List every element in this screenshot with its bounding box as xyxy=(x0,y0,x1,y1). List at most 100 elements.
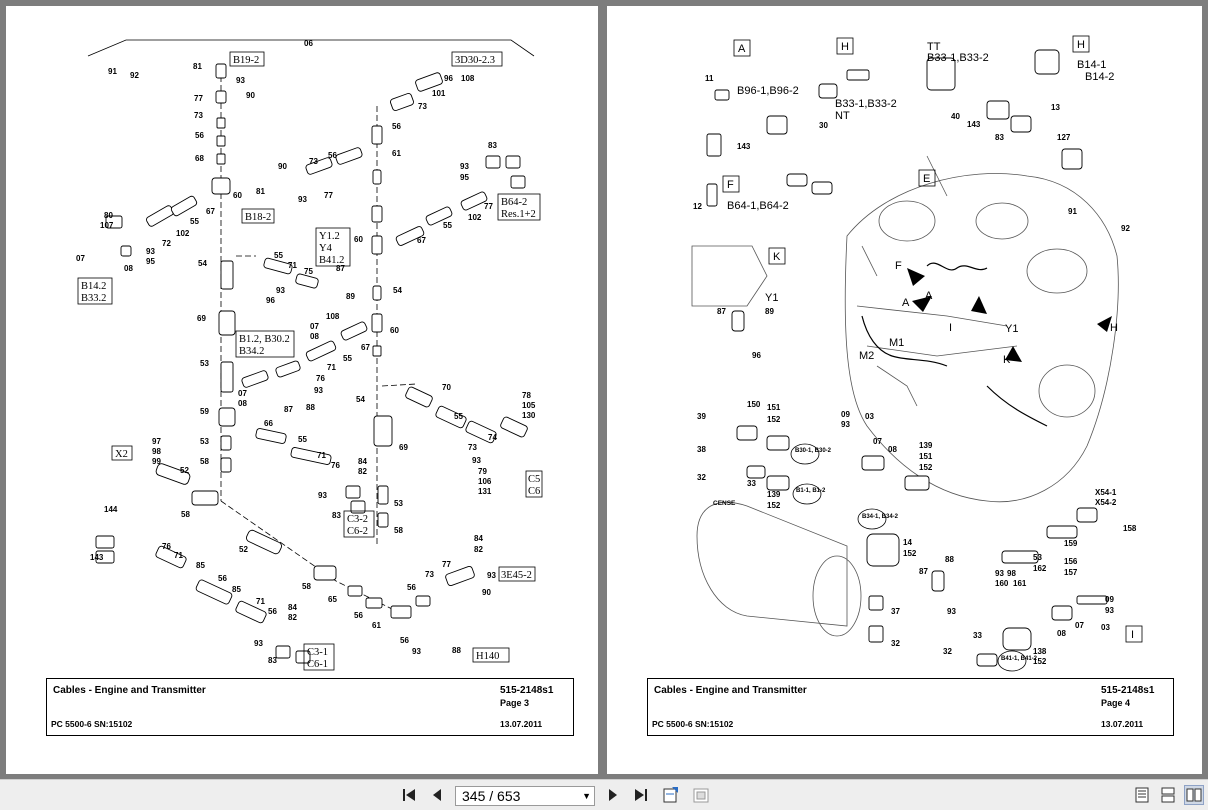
ref-number: 105 xyxy=(522,401,536,410)
part-number: 03 xyxy=(1101,623,1110,632)
label-box-res: Res.1+2 xyxy=(501,209,536,220)
ref-number: 73 xyxy=(194,111,203,120)
part-number: 07 xyxy=(873,437,882,446)
footer-page: Page 3 xyxy=(500,698,530,708)
ref-number: 93 xyxy=(314,386,323,395)
footer-date: 13.07.2011 xyxy=(500,719,543,729)
ref-number: 93 xyxy=(487,571,496,580)
ref-number: 54 xyxy=(198,259,207,268)
part-number: 157 xyxy=(1064,568,1078,577)
first-page-icon[interactable] xyxy=(398,784,420,806)
prev-page-icon[interactable] xyxy=(426,784,448,806)
ref-number: 66 xyxy=(264,419,273,428)
chevron-down-icon[interactable]: ▼ xyxy=(582,791,591,801)
ref-number: 99 xyxy=(152,457,161,466)
ref-number: 52 xyxy=(239,545,248,554)
document-page-4: A H F E K H I 11 B96-1,B96-2 143 12 B64-… xyxy=(607,6,1202,774)
part-label: NT xyxy=(835,110,850,122)
ref-number: 84 xyxy=(474,534,483,543)
label-box-c6-1: C6-1 xyxy=(307,659,328,670)
ref-number: 61 xyxy=(392,149,401,158)
part-number: 138 xyxy=(1033,647,1047,656)
ref-number: 83 xyxy=(488,141,497,150)
label-box-y4: Y4 xyxy=(319,243,333,254)
navigation-toolbar: 345 / 653 ▼ xyxy=(0,779,1208,810)
part-number: 32 xyxy=(891,639,900,648)
part-label: K xyxy=(1003,354,1011,366)
next-page-icon[interactable] xyxy=(602,784,624,806)
ref-number: 82 xyxy=(358,467,367,476)
part-label: 96 xyxy=(752,351,761,360)
part-label: 30 xyxy=(819,121,828,130)
part-number: 139 xyxy=(767,490,781,499)
part-label: M2 xyxy=(859,350,874,362)
fit-width-icon[interactable] xyxy=(690,784,712,806)
view-letter-a: A xyxy=(738,43,746,55)
page-footer: Cables - Engine and Transmitter 515-2148… xyxy=(46,678,574,736)
ref-number: 98 xyxy=(152,447,161,456)
two-page-view-icon[interactable] xyxy=(1184,785,1204,805)
ref-number: 89 xyxy=(346,292,355,301)
part-number: B30-1, B30-2 xyxy=(795,448,832,454)
fit-page-icon[interactable] xyxy=(660,784,682,806)
label-box-3e45-2: 3E45-2 xyxy=(501,570,532,581)
view-letter-e: E xyxy=(923,173,930,185)
part-label: 143 xyxy=(737,142,751,151)
part-number: 98 xyxy=(1007,569,1016,578)
footer-code: 515-2148s1 xyxy=(1101,685,1155,696)
ref-number: 58 xyxy=(181,510,190,519)
label-box-c3-1: C3-1 xyxy=(307,647,328,658)
last-page-icon[interactable] xyxy=(630,784,652,806)
single-page-view-icon[interactable] xyxy=(1132,785,1152,805)
part-label: B14-2 xyxy=(1085,71,1114,83)
ref-number: 56 xyxy=(354,611,363,620)
ref-number: 96 xyxy=(444,74,453,83)
part-number: 151 xyxy=(919,452,933,461)
label-box-c3-2: C3-2 xyxy=(347,514,368,525)
ref-number: 73 xyxy=(418,102,427,111)
ref-number: 55 xyxy=(190,217,199,226)
part-number: 37 xyxy=(891,607,900,616)
label-box-b33-2: B33.2 xyxy=(81,293,106,304)
label-box-b14-2: B14.2 xyxy=(81,281,106,292)
ref-number: 73 xyxy=(468,443,477,452)
footer-date: 13.07.2011 xyxy=(1101,719,1144,729)
label-box-c6-2: C6-2 xyxy=(347,526,368,537)
part-label: A xyxy=(902,297,910,309)
ref-number: 95 xyxy=(146,257,155,266)
part-number: 93 xyxy=(1105,606,1114,615)
ref-number: 85 xyxy=(232,585,241,594)
ref-number: 55 xyxy=(443,221,452,230)
part-number: 152 xyxy=(919,463,933,472)
part-label: Y1 xyxy=(1005,323,1018,335)
part-label: B33-1,B33-2 xyxy=(927,52,989,64)
page-number-value: 345 / 653 xyxy=(462,788,521,804)
ref-number: 83 xyxy=(268,656,277,665)
ref-number: 87 xyxy=(284,405,293,414)
ref-number: 81 xyxy=(256,187,265,196)
part-label: 92 xyxy=(1121,224,1130,233)
part-label: TT xyxy=(927,41,941,53)
ref-number: 143 xyxy=(90,553,104,562)
part-number: 93 xyxy=(995,569,1004,578)
ref-number: 56 xyxy=(328,151,337,160)
ref-number: 71 xyxy=(256,597,265,606)
ref-number: 77 xyxy=(324,191,333,200)
view-letter-f: F xyxy=(727,179,734,191)
part-number: 38 xyxy=(697,445,706,454)
label-box-c6: C6 xyxy=(528,486,540,497)
label-box-b64-2: B64-2 xyxy=(501,197,527,208)
part-number: 07 xyxy=(1075,621,1084,630)
ref-number: 77 xyxy=(194,94,203,103)
label-box-c5: C5 xyxy=(528,474,540,485)
ref-number: 90 xyxy=(482,588,491,597)
continuous-view-icon[interactable] xyxy=(1158,785,1178,805)
ref-number: 97 xyxy=(152,437,161,446)
part-number: 03 xyxy=(865,412,874,421)
label-box-b19-2: B19-2 xyxy=(233,55,259,66)
document-page-3: B19-2 3D30-2.3 B18-2 B64-2 Res.1+2 Y1.2 … xyxy=(6,6,598,774)
part-number: 158 xyxy=(1123,524,1137,533)
label-box-3d30: 3D30-2.3 xyxy=(455,55,495,66)
part-number: B41-1, B41-2 xyxy=(1001,656,1038,662)
page-number-input[interactable]: 345 / 653 ▼ xyxy=(455,786,595,806)
